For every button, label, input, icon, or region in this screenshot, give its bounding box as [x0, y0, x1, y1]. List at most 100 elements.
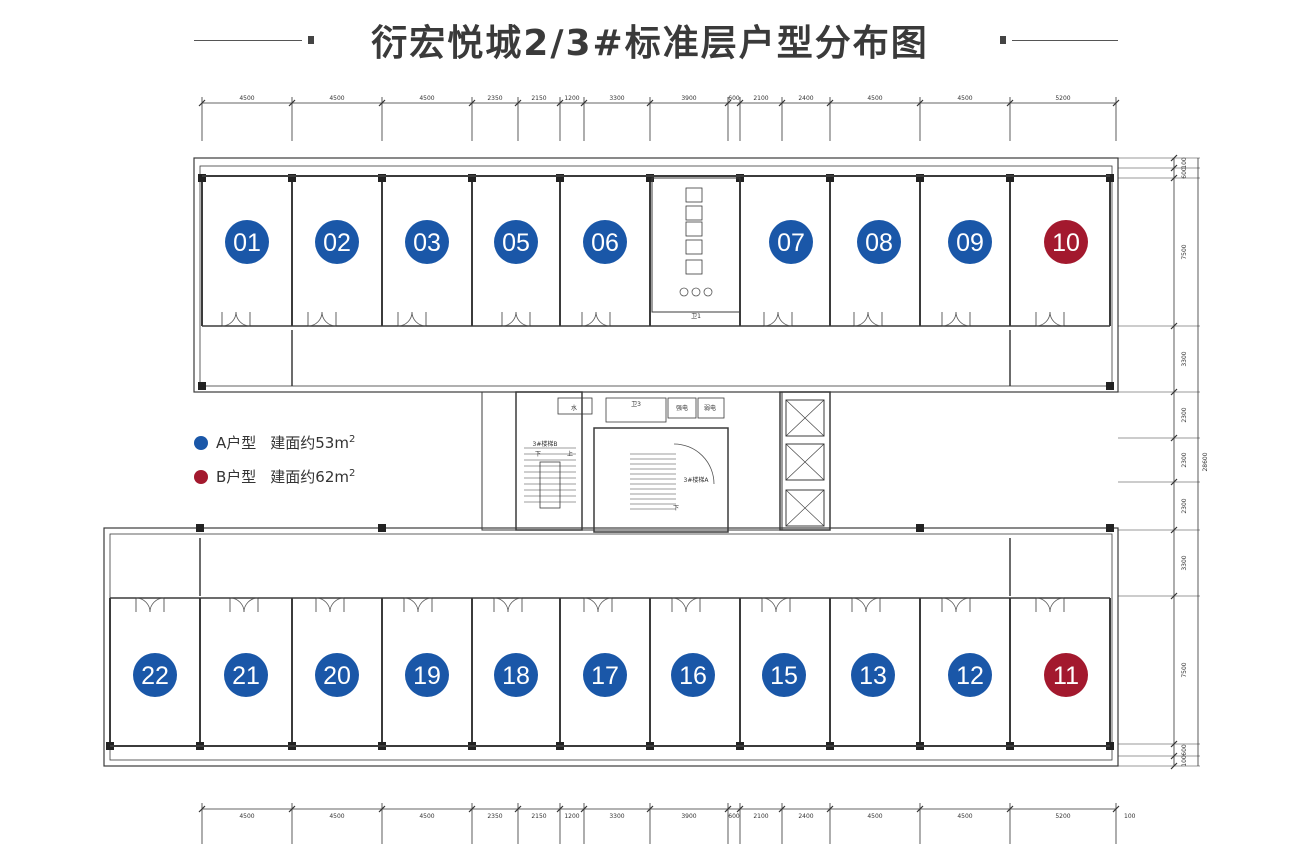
door-swing [671, 597, 687, 613]
door-swing [403, 597, 419, 613]
column [916, 174, 924, 182]
door-swing [583, 597, 599, 613]
toilet-1-label: 卫1 [691, 313, 701, 320]
dim-right-label: 100 [1181, 755, 1188, 767]
dim-bottom-tick-mark [724, 805, 732, 813]
unit-marker-01 [225, 220, 269, 264]
weak-elec-room [697, 397, 725, 419]
legend-area-a: 建面约53m2 [270, 432, 355, 453]
column [556, 174, 564, 182]
dim-top-tick-mark [826, 99, 834, 107]
dim-bottom-tick-mark [468, 805, 476, 813]
dim-bottom-label: 4500 [957, 813, 972, 820]
unit-marker-19 [405, 653, 449, 697]
unit-marker-16 [671, 653, 715, 697]
door-swing [851, 597, 867, 613]
dim-bottom-tick-mark [778, 805, 786, 813]
unit-number-08: 08 [865, 229, 893, 257]
door-swing [229, 597, 245, 613]
dim-bottom-label: 2400 [798, 813, 813, 820]
dim-right-tick-mark [1170, 762, 1178, 770]
core-area: 3#楼梯B3#楼梯A卫1卫3水强电弱电下上下 [481, 177, 831, 533]
dim-bottom-tick-mark [378, 805, 386, 813]
dim-top-tick-mark [468, 99, 476, 107]
dim-right-label: 7500 [1181, 244, 1188, 259]
toilet-fixture [685, 239, 703, 255]
dim-right-label: 600 [1181, 744, 1188, 756]
door-swing [307, 311, 323, 327]
sink-fixture [691, 287, 701, 297]
walls [103, 157, 1119, 767]
unit-number-19: 19 [413, 662, 441, 690]
stair-a-box [593, 427, 729, 533]
unit-number-15: 15 [770, 662, 798, 690]
door-swing [1049, 311, 1065, 327]
column [646, 174, 654, 182]
door-swing [135, 597, 151, 613]
unit-marker-07 [769, 220, 813, 264]
dim-top-label: 5200 [1055, 95, 1070, 102]
dim-top-tick-mark [1112, 99, 1120, 107]
toilet-fixture [685, 205, 703, 221]
unit-marker-17 [583, 653, 627, 697]
unit-marker-08 [857, 220, 901, 264]
column [1106, 524, 1114, 532]
dim-top-tick-mark [514, 99, 522, 107]
dim-bottom-tick-mark [198, 805, 206, 813]
dim-top-label: 2100 [753, 95, 768, 102]
elevator-shaft [779, 391, 831, 531]
dim-right-total-label: 28600 [1202, 452, 1209, 471]
unit-marker-18 [494, 653, 538, 697]
page-title: 衍宏悦城2/3#标准层户型分布图 [371, 23, 929, 64]
door-swing [507, 597, 523, 613]
door-swing [243, 597, 259, 613]
dim-right-label: 600 [1181, 167, 1188, 179]
dim-top-tick-mark [378, 99, 386, 107]
dim-right-tick-mark [1170, 752, 1178, 760]
dim-top-label: 4500 [329, 95, 344, 102]
dim-right-tick-mark [1170, 526, 1178, 534]
column [378, 174, 386, 182]
door-swing [955, 597, 971, 613]
dim-right-tick-mark [1170, 434, 1178, 442]
dim-bottom-tick-mark [580, 805, 588, 813]
title-rule-right [1012, 40, 1118, 41]
unit-number-09: 09 [956, 229, 984, 257]
unit-number-11: 11 [1053, 662, 1079, 690]
elevator-cross [785, 399, 825, 437]
column [468, 174, 476, 182]
title-rule-left [194, 40, 302, 41]
stair-b-box [515, 391, 583, 531]
unit-marker-15 [762, 653, 806, 697]
stair-b-well [539, 461, 561, 509]
door-swing [515, 311, 531, 327]
unit-marker-03 [405, 220, 449, 264]
column [826, 174, 834, 182]
dim-top-label: 4500 [867, 95, 882, 102]
dim-right-tick-mark [1170, 592, 1178, 600]
sink-fixture [679, 287, 689, 297]
dim-top-label: 4500 [419, 95, 434, 102]
dim-top-tick-mark [646, 99, 654, 107]
legend-area-b: 建面约62m2 [270, 466, 355, 487]
door-swing [955, 311, 971, 327]
door-swing [581, 311, 597, 327]
dim-bottom-label: 3300 [609, 813, 624, 820]
unit-number-16: 16 [679, 662, 707, 690]
legend-label-b: B户型 [216, 468, 257, 486]
dim-bottom-extra-label: 100 [1124, 813, 1136, 820]
dim-bottom-label: 2150 [531, 813, 546, 820]
column [1106, 382, 1114, 390]
dim-bottom-label: 4500 [329, 813, 344, 820]
dim-right-tick-mark [1170, 174, 1178, 182]
dim-bottom-label: 2100 [753, 813, 768, 820]
dim-top-tick-mark [778, 99, 786, 107]
unit-number-07: 07 [777, 229, 805, 257]
door-swing [149, 597, 165, 613]
dim-bottom-label: 2350 [487, 813, 502, 820]
dim-top-label: 3900 [681, 95, 696, 102]
dim-right-tick-mark [1170, 478, 1178, 486]
legend-area-a-sup: 2 [348, 434, 356, 445]
elevator-car [785, 443, 825, 481]
